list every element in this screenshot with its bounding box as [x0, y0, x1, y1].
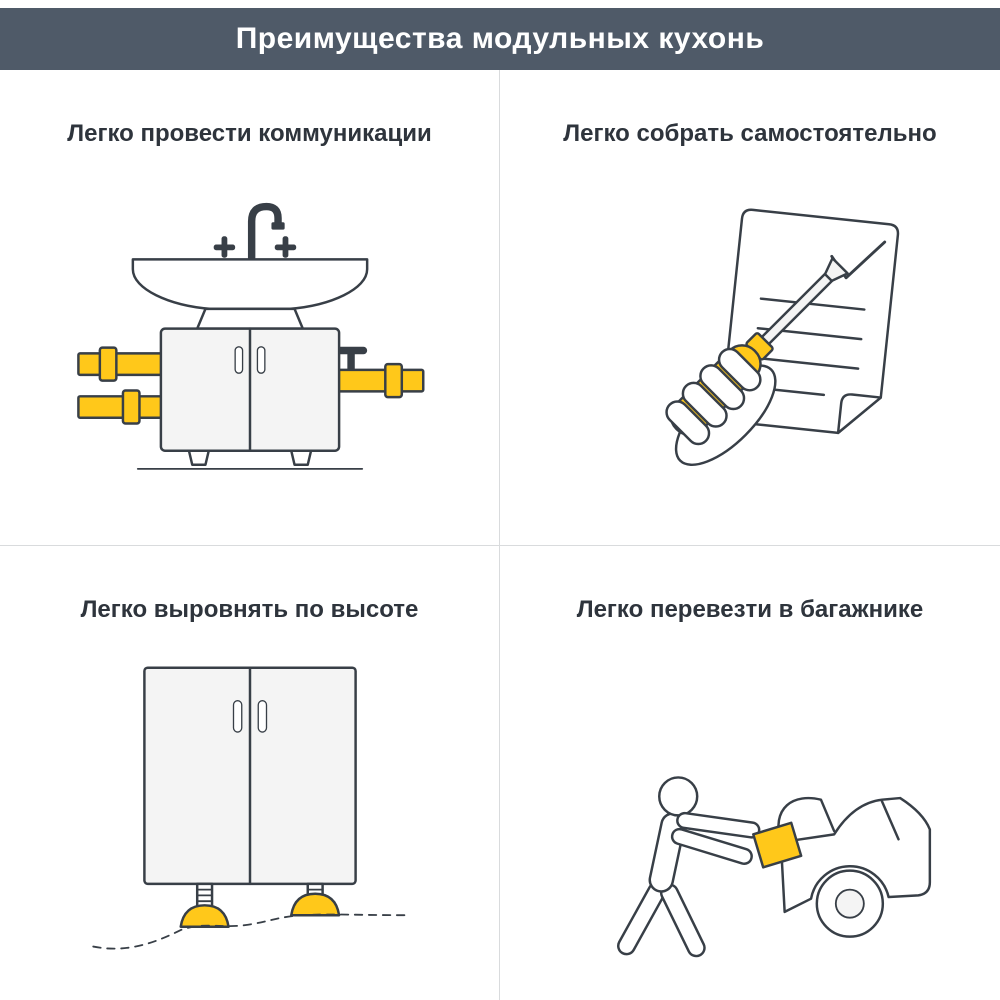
windshield-line	[880, 800, 900, 841]
quadrant-title: Легко перевезти в багажнике	[576, 596, 924, 623]
lower-arm	[670, 827, 753, 865]
loading-car-trunk-illustration	[617, 776, 932, 958]
right-pipe-valve	[333, 346, 424, 399]
sink-pedestal	[195, 307, 304, 330]
sink-cabinet	[159, 327, 340, 467]
door-handle	[232, 700, 242, 733]
front-leg	[659, 883, 706, 958]
head	[658, 776, 699, 817]
page-title: Преимущества модульных кухонь	[235, 22, 765, 55]
text-line	[759, 297, 866, 311]
sink-cabinet-pipes-illustration	[76, 202, 424, 470]
text-line	[753, 356, 860, 370]
faucet	[213, 202, 296, 262]
wheel-hub	[834, 888, 865, 919]
left-pipes	[76, 346, 164, 425]
adjustable-foot-right	[289, 882, 340, 917]
uneven-floor-line	[91, 913, 406, 950]
foot-pad	[178, 904, 230, 928]
page-fold	[836, 393, 883, 435]
quadrant-title: Легко выровнять по высоте	[80, 596, 419, 623]
person	[617, 776, 761, 958]
cabinet-foot	[289, 449, 312, 467]
adjustable-foot-left	[178, 882, 230, 928]
cargo-box	[752, 821, 803, 869]
quadrant-title: Легко собрать самостоятельно	[563, 120, 937, 147]
header-bar: Преимущества модульных кухонь	[0, 8, 1000, 70]
hand-with-screwdriver	[665, 257, 849, 467]
door-handle	[257, 700, 267, 733]
door-handle	[256, 346, 266, 374]
quadrant-transport: Легко перевезти в багажнике	[500, 546, 1000, 1000]
cabinet	[142, 666, 357, 886]
foot-pad	[289, 892, 340, 917]
faucet-handle-left	[213, 236, 235, 258]
car	[777, 796, 932, 938]
screwdriver-checklist-illustration	[665, 208, 900, 467]
faucet-spout	[270, 222, 285, 230]
quadrant-title: Легко провести коммуникации	[67, 120, 432, 147]
benefits-grid: Легко провести коммуникации	[0, 70, 1000, 1000]
quadrant-level: Легко выровнять по высоте	[0, 546, 500, 1000]
cabinet-adjustable-feet-illustration	[91, 666, 406, 950]
quadrant-assemble: Легко собрать самостоятельно	[500, 70, 1000, 546]
cabinet-foot	[187, 449, 210, 467]
door-handle	[233, 346, 243, 374]
quadrant-communications: Легко провести коммуникации	[0, 70, 500, 546]
faucet-handle-right	[274, 236, 296, 258]
sink-basin	[131, 258, 368, 330]
upper-arm	[676, 811, 761, 839]
fingers	[665, 347, 762, 446]
